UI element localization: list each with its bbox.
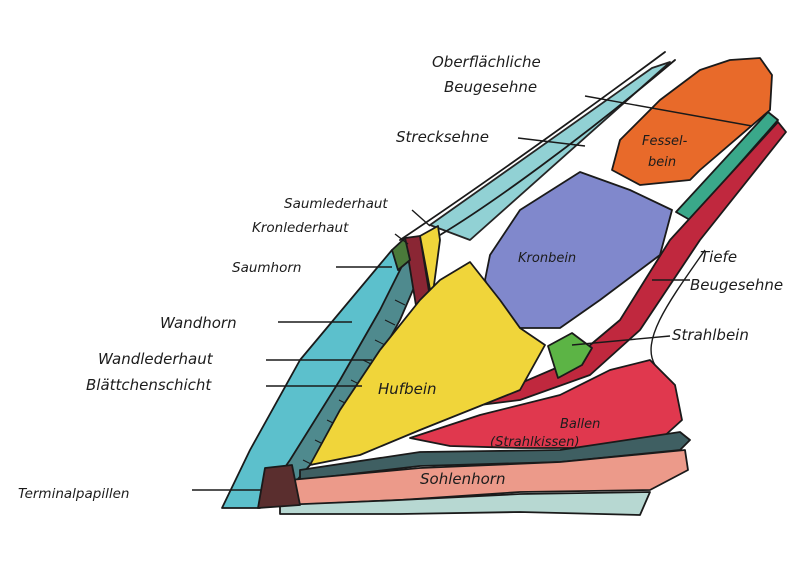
label-fesselbein-1: Fessel- (642, 134, 688, 149)
label-hufbein: Hufbein (378, 380, 437, 398)
label-saumhorn: Saumhorn (232, 260, 301, 276)
label-tiefe-beugesehne-1: Tiefe (700, 248, 737, 266)
saumhorn-region (391, 237, 411, 271)
label-fesselbein-2: bein (648, 155, 676, 170)
fesselbein-region (611, 57, 773, 186)
strahl-base-region (279, 491, 651, 516)
label-kronbein: Kronbein (518, 251, 576, 266)
label-strahlbein: Strahlbein (672, 326, 749, 344)
leader-strecksehne (517, 137, 586, 147)
outer-skin-line-2 (439, 59, 676, 236)
label-tiefe-beugesehne-2: Beugesehne (690, 276, 783, 294)
label-wandhorn: Wandhorn (160, 314, 237, 332)
label-oberflaechliche-beugesehne-2: Beugesehne (444, 78, 537, 96)
label-terminalpapillen: Terminalpapillen (18, 486, 129, 502)
hufbein-region (309, 261, 546, 466)
strecksehne-region (429, 61, 671, 241)
label-kronlederhaut: Kronlederhaut (252, 220, 349, 236)
label-ballen-2: (Strahlkissen) (490, 435, 580, 450)
tiefe-beugesehne-region (479, 121, 787, 406)
label-ballen-1: Ballen (560, 417, 600, 432)
label-sohlenhorn: Sohlenhorn (420, 470, 505, 488)
label-wandlederhaut: Wandlederhaut (98, 350, 214, 368)
ballen-region (409, 359, 683, 449)
label-strecksehne: Strecksehne (396, 128, 489, 146)
terminalpapillen-region (257, 464, 301, 509)
leader-kronlederhaut (394, 233, 409, 245)
leader-oberflaechliche-beugesehne (584, 95, 753, 127)
label-saumlederhaut: Saumlederhaut (284, 196, 388, 212)
label-oberflaechliche-beugesehne-1: Oberflächliche (432, 53, 541, 71)
label-blaettchenschicht: Blättchenschicht (86, 376, 212, 394)
leader-hoof-outline (650, 249, 706, 366)
saumlederhaut-region (419, 225, 441, 301)
leader-saumlederhaut (411, 209, 431, 227)
